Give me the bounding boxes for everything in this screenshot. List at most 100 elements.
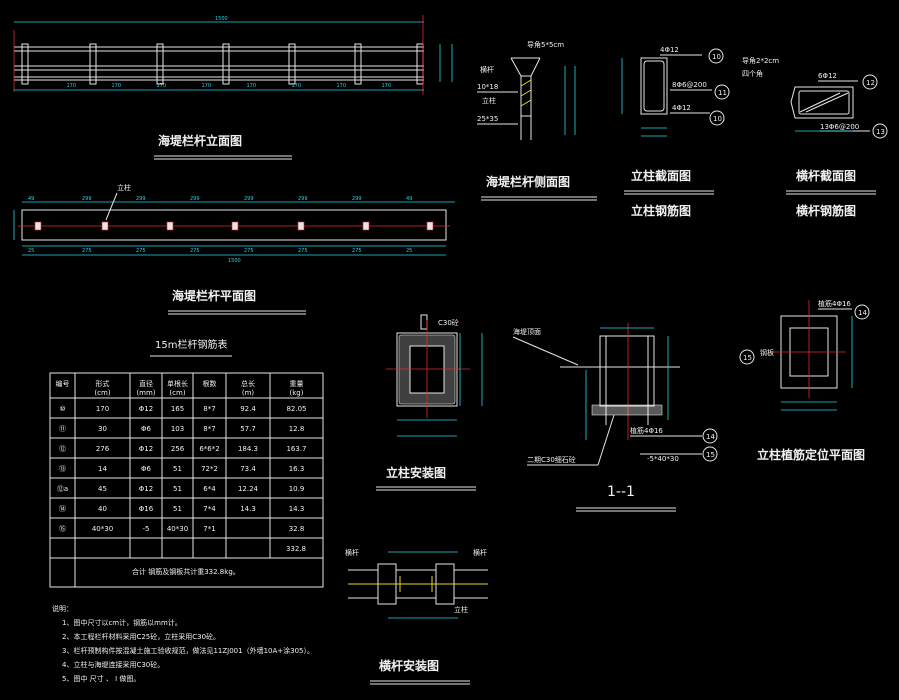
- callout-14-b: 14: [858, 309, 867, 317]
- table-cell: -5: [143, 525, 150, 533]
- table-header-cell: 编号: [56, 379, 70, 388]
- table-header-cell: 形式: [96, 379, 110, 388]
- table-cell: 51: [173, 465, 182, 473]
- rail-rebar-title: 横杆钢筋图: [796, 203, 856, 218]
- note-item: 2、本工程栏杆材料采用C25砼，立柱采用C30砼。: [62, 632, 220, 641]
- sec-seawall: 海堤顶面: [513, 327, 541, 336]
- plan-dim-top-label: 299: [244, 196, 254, 202]
- plan-dim-top-label: 49: [406, 196, 412, 202]
- callout-10-b: 10: [713, 115, 722, 123]
- table-sum-cell: 332.8: [286, 545, 306, 553]
- notes-head: 说明：: [52, 604, 73, 613]
- side-rail-label: 横杆: [480, 65, 494, 74]
- plan-post: [101, 221, 109, 231]
- table-cell: 40: [98, 505, 107, 513]
- table-cell: 7*4: [203, 505, 216, 513]
- callout-14-a: 14: [706, 433, 715, 441]
- post-rebar-title: 立柱钢筋图: [631, 203, 691, 218]
- note-item: 1、图中尺寸以cm计，钢筋以mm计。: [62, 618, 182, 627]
- sec-grout: 二期C30细石砼: [527, 455, 576, 464]
- elevation-post: [354, 43, 362, 85]
- table-cell: 12.8: [289, 425, 305, 433]
- table-cell: 82.05: [286, 405, 306, 413]
- plan-total-dim: 1500: [228, 258, 241, 264]
- table-header-cell: 总长: [241, 379, 255, 388]
- side-rail-size: 10*18: [477, 83, 498, 91]
- table-title: 15m栏杆钢筋表: [155, 338, 227, 351]
- elevation-dim-label: 170: [67, 83, 77, 89]
- plan-dim-top-label: 299: [136, 196, 146, 202]
- rail-section-title: 横杆截面图: [796, 168, 856, 183]
- rail-inst-left: 横杆: [345, 548, 359, 557]
- side-post-label: 立柱: [482, 96, 496, 105]
- plan-dim-bottom-label: 275: [190, 248, 200, 254]
- table-cell: 45: [98, 485, 107, 493]
- section-11-title: 1--1: [607, 484, 635, 500]
- plan-post: [166, 221, 174, 231]
- elevation-dim-label: 170: [382, 83, 392, 89]
- plan-dim-bottom-label: 25: [28, 248, 34, 254]
- plan-dim-bottom-label: 25: [406, 248, 412, 254]
- table-cell: 6*6*2: [199, 445, 219, 453]
- callout-11: 11: [718, 89, 727, 97]
- elevation-dim-label: 170: [247, 83, 257, 89]
- plan-title: 海堤栏杆平面图: [172, 288, 256, 303]
- table-cell: Φ6: [141, 465, 152, 473]
- section-11-view: 海堤顶面 植筋4Φ16 14 -5*40*30 15 二期C30细石砼: [512, 323, 718, 466]
- plan-post: [362, 221, 370, 231]
- note-item: 5、图中 尺寸 、 Ⅰ 做图。: [62, 674, 140, 683]
- table-total-note: 合计 钢筋及钢板共计重332.8kg。: [132, 567, 240, 576]
- anchor-top: 植筋4Φ16: [818, 299, 851, 308]
- plan-dim-top-label: 299: [190, 196, 200, 202]
- table-cell: ⑭: [59, 505, 66, 513]
- table-cell: 14.3: [240, 505, 256, 513]
- table-header-cell: (mm): [136, 389, 155, 397]
- table-cell: ⑩: [59, 405, 65, 413]
- table-cell: ⑮: [59, 525, 66, 533]
- plan-post: [426, 221, 434, 231]
- table-header-cell: 重量: [290, 380, 304, 388]
- rail-stirrup: 13Φ6@200: [820, 123, 859, 131]
- note-item: 4、立柱与海堤连接采用C30砼。: [62, 660, 164, 669]
- table-cell: Φ6: [141, 425, 152, 433]
- rail-inst-post: 立柱: [454, 605, 468, 614]
- rail-chamfer: 导角2*2cm: [742, 56, 779, 65]
- elevation-title: 海堤栏杆立面图: [158, 133, 242, 148]
- table-cell: Φ16: [139, 505, 154, 513]
- table-cell: 165: [171, 405, 184, 413]
- table-cell: 57.7: [240, 425, 256, 433]
- post-bot-rebar: 4Φ12: [672, 104, 691, 112]
- table-cell: 40*30: [92, 525, 113, 533]
- elevation-total-dim: 1500: [215, 16, 228, 22]
- table-cell: 103: [171, 425, 184, 433]
- callout-15-b: 15: [743, 354, 752, 362]
- post-anchor-view: 植筋4Φ16 14 15 钢板: [739, 299, 870, 411]
- table-cell: 72*2: [201, 465, 218, 473]
- rail-corner: 四个角: [742, 69, 763, 78]
- table-cell: 256: [171, 445, 185, 453]
- plan-dim-bottom-label: 275: [82, 248, 92, 254]
- table-cell: 16.3: [289, 465, 305, 473]
- side-title: 海堤栏杆侧面图: [486, 174, 570, 189]
- plan-dim-bottom-label: 275: [352, 248, 362, 254]
- table-cell: Φ12: [139, 485, 153, 493]
- elevation-post: [222, 43, 230, 85]
- post-section: 4Φ12 10 8Φ6@200 11 4Φ12 10: [621, 46, 730, 137]
- plan-post: [34, 221, 42, 231]
- note-item: 3、栏杆预制构件按混凝土施工验收规范，做法见11ZJ001（外墙10A+涂305…: [62, 646, 314, 655]
- rail-section: 导角2*2cm 四个角 6Φ12 12 13Φ6@200 13: [742, 56, 888, 139]
- install-c30: C30砼: [438, 318, 459, 327]
- side-chamfer: 导角5*5cm: [527, 40, 564, 49]
- table-cell: 170: [96, 405, 109, 413]
- sec-anchor: 植筋4Φ16: [630, 426, 663, 435]
- rail-install-view: 横杆 横杆 立柱: [345, 548, 488, 619]
- table-cell: 12.24: [238, 485, 259, 493]
- table-header-cell: (kg): [290, 389, 304, 397]
- plan-dim-bottom-label: 275: [298, 248, 308, 254]
- table-cell: Φ12: [139, 445, 153, 453]
- table-cell: ⑫: [59, 445, 66, 453]
- table-cell: 6*4: [203, 485, 216, 493]
- table-cell: 14: [98, 465, 107, 473]
